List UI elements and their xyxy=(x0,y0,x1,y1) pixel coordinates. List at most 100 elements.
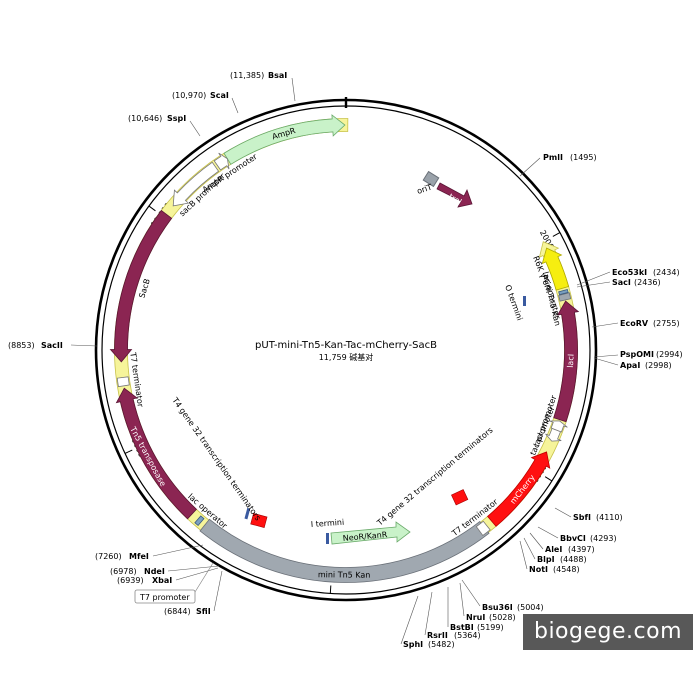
feature-laci-arc xyxy=(553,300,580,423)
site-sspi: (10,646) SspI xyxy=(128,114,186,123)
site-leader-line xyxy=(291,77,296,102)
i-termini-feature: I termini xyxy=(311,518,345,544)
svg-text:(2998): (2998) xyxy=(645,361,672,370)
site-mfei: (7260) MfeI xyxy=(95,552,149,561)
scale-tick xyxy=(124,449,133,454)
svg-text:(2994): (2994) xyxy=(656,350,683,359)
svg-text:SspI: SspI xyxy=(167,114,186,123)
svg-text:NdeI: NdeI xyxy=(144,567,165,576)
svg-text:(5482): (5482) xyxy=(428,640,455,649)
svg-text:(6978): (6978) xyxy=(110,567,137,576)
i-termini-label: I termini xyxy=(311,518,345,529)
site-eco53ki: Eco53kI (2434) xyxy=(612,268,680,277)
feature-sacb-arc xyxy=(109,209,173,363)
svg-text:NruI: NruI xyxy=(466,613,485,622)
o-termini-label: O termini xyxy=(503,284,524,322)
site-leader-line xyxy=(591,322,619,328)
feature-r6k-ori-arc xyxy=(541,247,570,291)
site-leader-line xyxy=(593,354,619,358)
site-sbfi: SbfI (4110) xyxy=(573,513,623,522)
svg-text:(5004): (5004) xyxy=(517,603,544,612)
svg-text:PspOMI: PspOMI xyxy=(620,350,654,359)
site-leader-line xyxy=(231,97,239,114)
plasmid-title: pUT-mini-Tn5-Kan-Tac-mCherry-SacB xyxy=(255,340,437,351)
feature-mini-tn5-kan-label: mini Tn5 Kan xyxy=(318,570,371,579)
svg-text:(8853): (8853) xyxy=(8,341,35,350)
site-sfii: (6844) SfiI xyxy=(164,607,211,616)
site-rsrii: RsrII (5364) xyxy=(427,631,481,640)
t7-promoter-label: T7 promoter xyxy=(139,593,190,602)
site-leader-line xyxy=(400,595,419,645)
watermark-background xyxy=(523,614,693,650)
svg-text:(1495): (1495) xyxy=(570,153,597,162)
svg-text:SacI: SacI xyxy=(612,278,631,287)
feature-mobrp4-arc xyxy=(114,118,578,582)
site-leader-line xyxy=(593,357,619,366)
watermark-text: biogege.com xyxy=(533,619,683,644)
svg-text:(10,646): (10,646) xyxy=(128,114,162,123)
svg-text:XbaI: XbaI xyxy=(152,576,172,585)
scale-tick xyxy=(148,205,156,212)
site-leader-line xyxy=(175,567,219,581)
svg-text:(2755): (2755) xyxy=(653,319,680,328)
site-apai: ApaI (2998) xyxy=(620,361,672,370)
feature-mini-tn5-kan-arc xyxy=(199,518,490,583)
site-saci: SacI (2436) xyxy=(612,278,661,287)
site-leader-line xyxy=(554,507,572,518)
svg-text:(4548): (4548) xyxy=(553,565,580,574)
svg-text:(4293): (4293) xyxy=(590,534,617,543)
svg-text:(4110): (4110) xyxy=(596,513,623,522)
svg-text:(10,970): (10,970) xyxy=(172,91,206,100)
site-leader-line xyxy=(461,579,481,607)
feature-tn5-transposase-label: Tn5 transposase xyxy=(128,424,168,488)
site-ndei: (6978) NdeI xyxy=(110,567,165,576)
site-leader-line xyxy=(189,120,201,137)
site-leader-line xyxy=(529,532,544,550)
svg-text:PmlI: PmlI xyxy=(543,153,563,162)
feature-lac-operator-arc xyxy=(194,515,205,527)
svg-text:(4488): (4488) xyxy=(560,555,587,564)
svg-text:ApaI: ApaI xyxy=(620,361,640,370)
site-leader-line xyxy=(519,157,541,177)
site-ecorv: EcoRV (2755) xyxy=(620,319,680,328)
svg-text:SphI: SphI xyxy=(403,640,423,649)
site-bbvci: BbvCI (4293) xyxy=(560,534,617,543)
svg-text:(6844): (6844) xyxy=(164,607,191,616)
neor-kanr-label: NeoR/KanR xyxy=(342,530,388,543)
feature-ampr-promoter-arc xyxy=(213,152,230,171)
svg-text:BbvCI: BbvCI xyxy=(560,534,586,543)
feature-laci-promoter-arc xyxy=(549,420,568,433)
site-pspomi: PspOMI (2994) xyxy=(620,350,683,359)
svg-text:Eco53kI: Eco53kI xyxy=(612,268,647,277)
site-leader-line xyxy=(523,537,536,560)
feature-t7-terminator-arc xyxy=(116,376,130,388)
site-leader-line xyxy=(519,540,528,570)
svg-text:MfeI: MfeI xyxy=(129,552,149,561)
site-sphi: SphI (5482) xyxy=(403,640,455,649)
feature-tac-promoter-arc xyxy=(545,427,562,442)
site-leader-line xyxy=(537,526,559,539)
site-leader-line xyxy=(213,570,223,612)
svg-text:(5028): (5028) xyxy=(489,613,516,622)
backbone xyxy=(94,97,598,602)
svg-text:RsrII: RsrII xyxy=(427,631,448,640)
site-leader-line xyxy=(576,271,611,286)
orit-label: oriT xyxy=(416,183,433,196)
site-leader-line xyxy=(459,582,465,617)
svg-text:ScaI: ScaI xyxy=(210,91,229,100)
site-bstbi: BstBI (5199) xyxy=(450,623,504,632)
feature-laci-label: lacI xyxy=(566,354,576,368)
site-leader-line xyxy=(424,591,433,636)
svg-text:(11,385): (11,385) xyxy=(230,71,264,80)
site-xbai: (6939) XbaI xyxy=(117,576,172,585)
svg-text:SacII: SacII xyxy=(41,341,63,350)
site-leader-line xyxy=(167,565,220,572)
plasmid-length: 11,759 碱基对 xyxy=(319,352,374,362)
feature-ampr-arc xyxy=(223,114,346,165)
restriction-sites: (11,385) BsaI (10,970) ScaI (10,646) Ssp… xyxy=(8,71,683,649)
site-leader-line xyxy=(70,344,98,347)
site-leader-line xyxy=(152,544,204,557)
svg-text:BsaI: BsaI xyxy=(268,71,287,80)
feature-mini-tn5-kan-arc xyxy=(558,292,572,302)
